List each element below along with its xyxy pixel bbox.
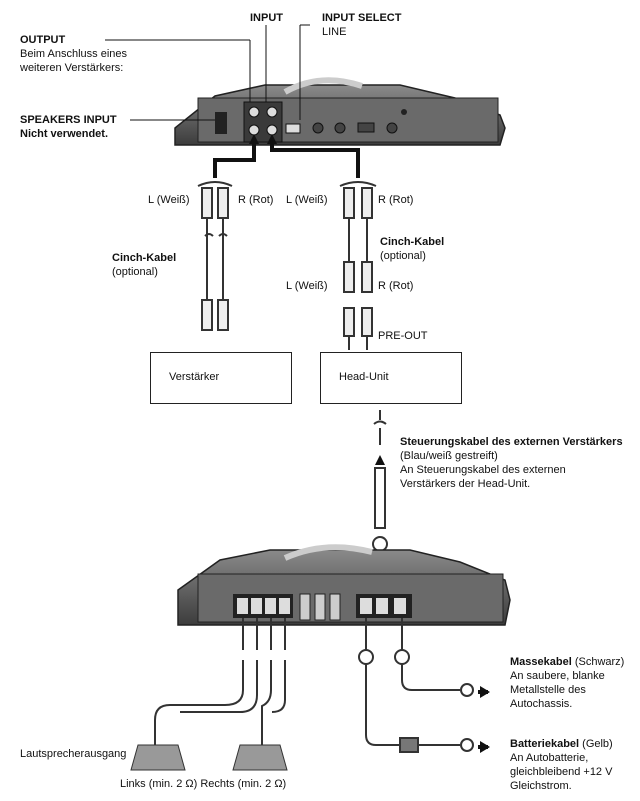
battery-cable-color: (Gelb) (582, 738, 613, 750)
right-red-label-3: R (Rot) (378, 280, 414, 292)
input-label: INPUT (250, 12, 283, 24)
left-white-label-3: L (Weiß) (286, 280, 328, 292)
left-white-label-2: L (Weiß) (286, 194, 328, 206)
speaker-output-label: Lautsprecherausgang (20, 748, 127, 760)
cinch-cable-optional-2: (optional) (380, 250, 426, 262)
head-unit-label: Head-Unit (339, 371, 389, 383)
control-cable-line-2: An Steuerungskabel des externen (400, 464, 566, 476)
battery-cable-line-3: Gleichstrom. (510, 780, 572, 792)
control-cable-title: Steuerungskabel des externen Verstärkers (400, 436, 623, 448)
verstaerker-label: Verstärker (169, 371, 220, 383)
ground-cable-name: Massekabel (510, 656, 572, 668)
control-cable-line-3: Verstärkers der Head-Unit. (400, 478, 531, 490)
battery-cable-line-2: gleichbleibend +12 V (510, 766, 613, 778)
line-label: LINE (322, 26, 347, 38)
rca-cable-left (197, 181, 233, 331)
output-title: OUTPUT (20, 34, 66, 46)
cinch-cable-label-1: Cinch-Kabel (112, 252, 177, 264)
speaker-wires (154, 618, 286, 745)
ground-cable-title: Massekabel (Schwarz) (510, 656, 624, 669)
ground-cable-color: (Schwarz) (574, 656, 625, 668)
head-unit-box: Head-Unit (320, 352, 462, 404)
input-select-label: INPUT SELECT (322, 12, 402, 24)
battery-cable-name: Batteriekabel (510, 738, 580, 750)
speakers-input-label: SPEAKERS INPUT (20, 114, 117, 126)
battery-cable-title: Batteriekabel (Gelb) (510, 738, 613, 751)
right-red-label-1: R (Rot) (238, 194, 274, 206)
ground-cable-line-1: An saubere, blanke (510, 670, 605, 682)
output-desc-1: Beim Anschluss eines (20, 48, 127, 60)
left-white-label-1: L (Weiß) (148, 194, 190, 206)
ground-cable-line-3: Autochassis. (510, 698, 573, 710)
battery-cable-line-1: An Autobatterie, (510, 752, 589, 764)
right-red-label-2: R (Rot) (378, 194, 414, 206)
bottom-amplifier (177, 544, 511, 626)
speaker-left-right-label: Links (min. 2 Ω) Rechts (min. 2 Ω) (120, 778, 287, 790)
cinch-cable-optional-1: (optional) (112, 266, 158, 278)
top-amplifier (174, 77, 506, 146)
rca-cable-right (339, 181, 377, 350)
ground-cable-line-2: Metallstelle des (510, 684, 586, 696)
pre-out-label: PRE-OUT (378, 330, 428, 342)
control-cable-line-1: (Blau/weiß gestreift) (400, 450, 498, 462)
cinch-cable-label-2: Cinch-Kabel (380, 236, 445, 248)
verstaerker-box: Verstärker (150, 352, 292, 404)
output-desc-2: weiteren Verstärkers: (20, 62, 124, 74)
speakers-input-note: Nicht verwendet. (20, 128, 109, 140)
